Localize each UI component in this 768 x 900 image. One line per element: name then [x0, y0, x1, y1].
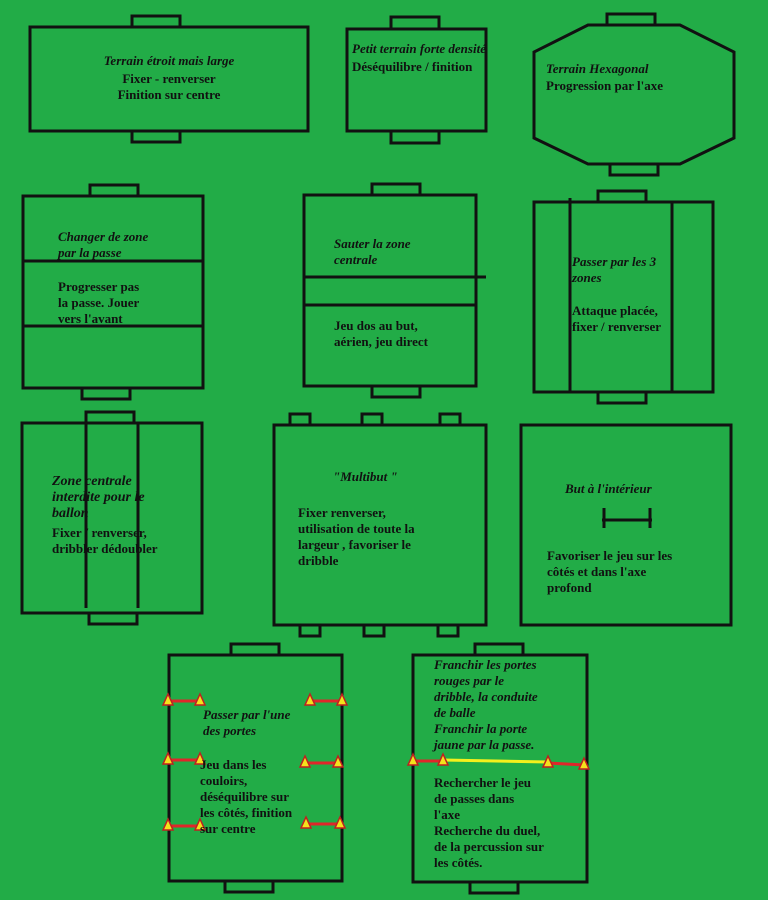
field-three-zones — [532, 189, 715, 405]
panel-title: "Multibut " — [333, 469, 398, 484]
cone-icon — [406, 752, 420, 766]
goal-bottom-3 — [436, 623, 460, 638]
panel-body: Favoriser le jeu sur les côtés et dans l… — [547, 548, 673, 595]
panel-body: Déséquilibre / finition — [352, 59, 473, 74]
field-multigoal — [272, 412, 488, 638]
goal-top-2 — [360, 412, 384, 427]
field-change-zone — [21, 183, 205, 401]
panel-body: Rechercher le jeu de passes dans l'axe R… — [434, 775, 544, 870]
field-pass-gates — [167, 642, 344, 894]
cone-icon — [193, 751, 207, 765]
field-small-dense — [345, 15, 488, 145]
panel-body: Fixer renverser, utilisation de toute la… — [298, 505, 415, 568]
goal-bottom — [87, 611, 139, 626]
cone-icon — [331, 754, 345, 768]
inner-goal — [602, 508, 652, 528]
panel-body: Jeu dos au but, aérien, jeu direct — [334, 318, 428, 349]
goal-bottom — [389, 129, 441, 145]
goal-bottom — [608, 162, 660, 177]
goal-top-3 — [438, 412, 462, 427]
goal-top — [130, 14, 182, 29]
panel-body: Attaque placée, fixer / renverser — [572, 303, 662, 334]
cone-icon — [541, 754, 555, 768]
cone-icon — [335, 692, 349, 706]
goal-top — [84, 410, 136, 425]
cone-icon — [299, 815, 313, 829]
field-hexagonal — [532, 12, 736, 177]
panel-title: Passer par l'une des portes — [203, 707, 291, 738]
panel-body: Fixer / renverser, dribbler dédoubler — [52, 525, 158, 556]
cone-icon — [161, 751, 175, 765]
goal-bottom-1 — [298, 623, 322, 638]
panel-body: Fixer - renverser Finition sur centre — [117, 71, 221, 102]
goal-top — [389, 15, 441, 31]
panel-body: Progresser pas la passe. Jouer vers l'av… — [58, 279, 140, 326]
goal-top — [370, 182, 422, 197]
cone-icon — [303, 692, 317, 706]
panel-title: Changer de zone par la passe — [58, 229, 149, 260]
panel-title: Zone centrale interdite pour le ballon — [52, 474, 145, 521]
panel-body: Jeu dans les couloirs, déséquilibre sur … — [200, 757, 293, 836]
field-narrow-wide — [28, 14, 310, 144]
cone-icon — [193, 817, 207, 831]
goal-bottom — [596, 390, 648, 405]
panel-title: Sauter la zone centrale — [334, 236, 411, 267]
panel-title: Passer par les 3 zones — [572, 254, 657, 285]
goal-bottom — [468, 880, 520, 895]
panel-title: Terrain Hexagonal — [546, 61, 649, 76]
field-forbidden-center — [20, 410, 204, 626]
panel-title: Terrain étroit mais large — [103, 53, 235, 68]
panel-body: Progression par l'axe — [546, 78, 663, 93]
cone-icon — [436, 752, 450, 766]
goal-top — [473, 642, 525, 657]
cone-icon — [193, 692, 207, 706]
cone-icon — [333, 815, 347, 829]
panel-title: But à l'intérieur — [565, 481, 652, 496]
field-skip-center — [302, 182, 486, 399]
goal-top — [596, 189, 648, 204]
goal-top — [229, 642, 281, 657]
gate-red — [547, 761, 585, 767]
goal-top — [605, 12, 657, 27]
goal-bottom — [130, 129, 182, 144]
cone-icon — [161, 817, 175, 831]
panel-title: Petit terrain forte densité — [352, 41, 486, 56]
gate-yellow — [442, 758, 549, 764]
goal-bottom — [223, 879, 275, 894]
goal-top-1 — [288, 412, 312, 427]
panel-title: Franchir les portes rouges par le dribbl… — [434, 657, 538, 752]
field-inner-goal — [519, 423, 733, 627]
goal-bottom-2 — [362, 623, 386, 638]
goal-bottom — [80, 386, 132, 401]
goal-top — [88, 183, 140, 198]
goal-bottom — [370, 384, 422, 399]
cone-icon — [298, 754, 312, 768]
cone-icon — [161, 692, 175, 706]
cone-icon — [577, 756, 591, 770]
